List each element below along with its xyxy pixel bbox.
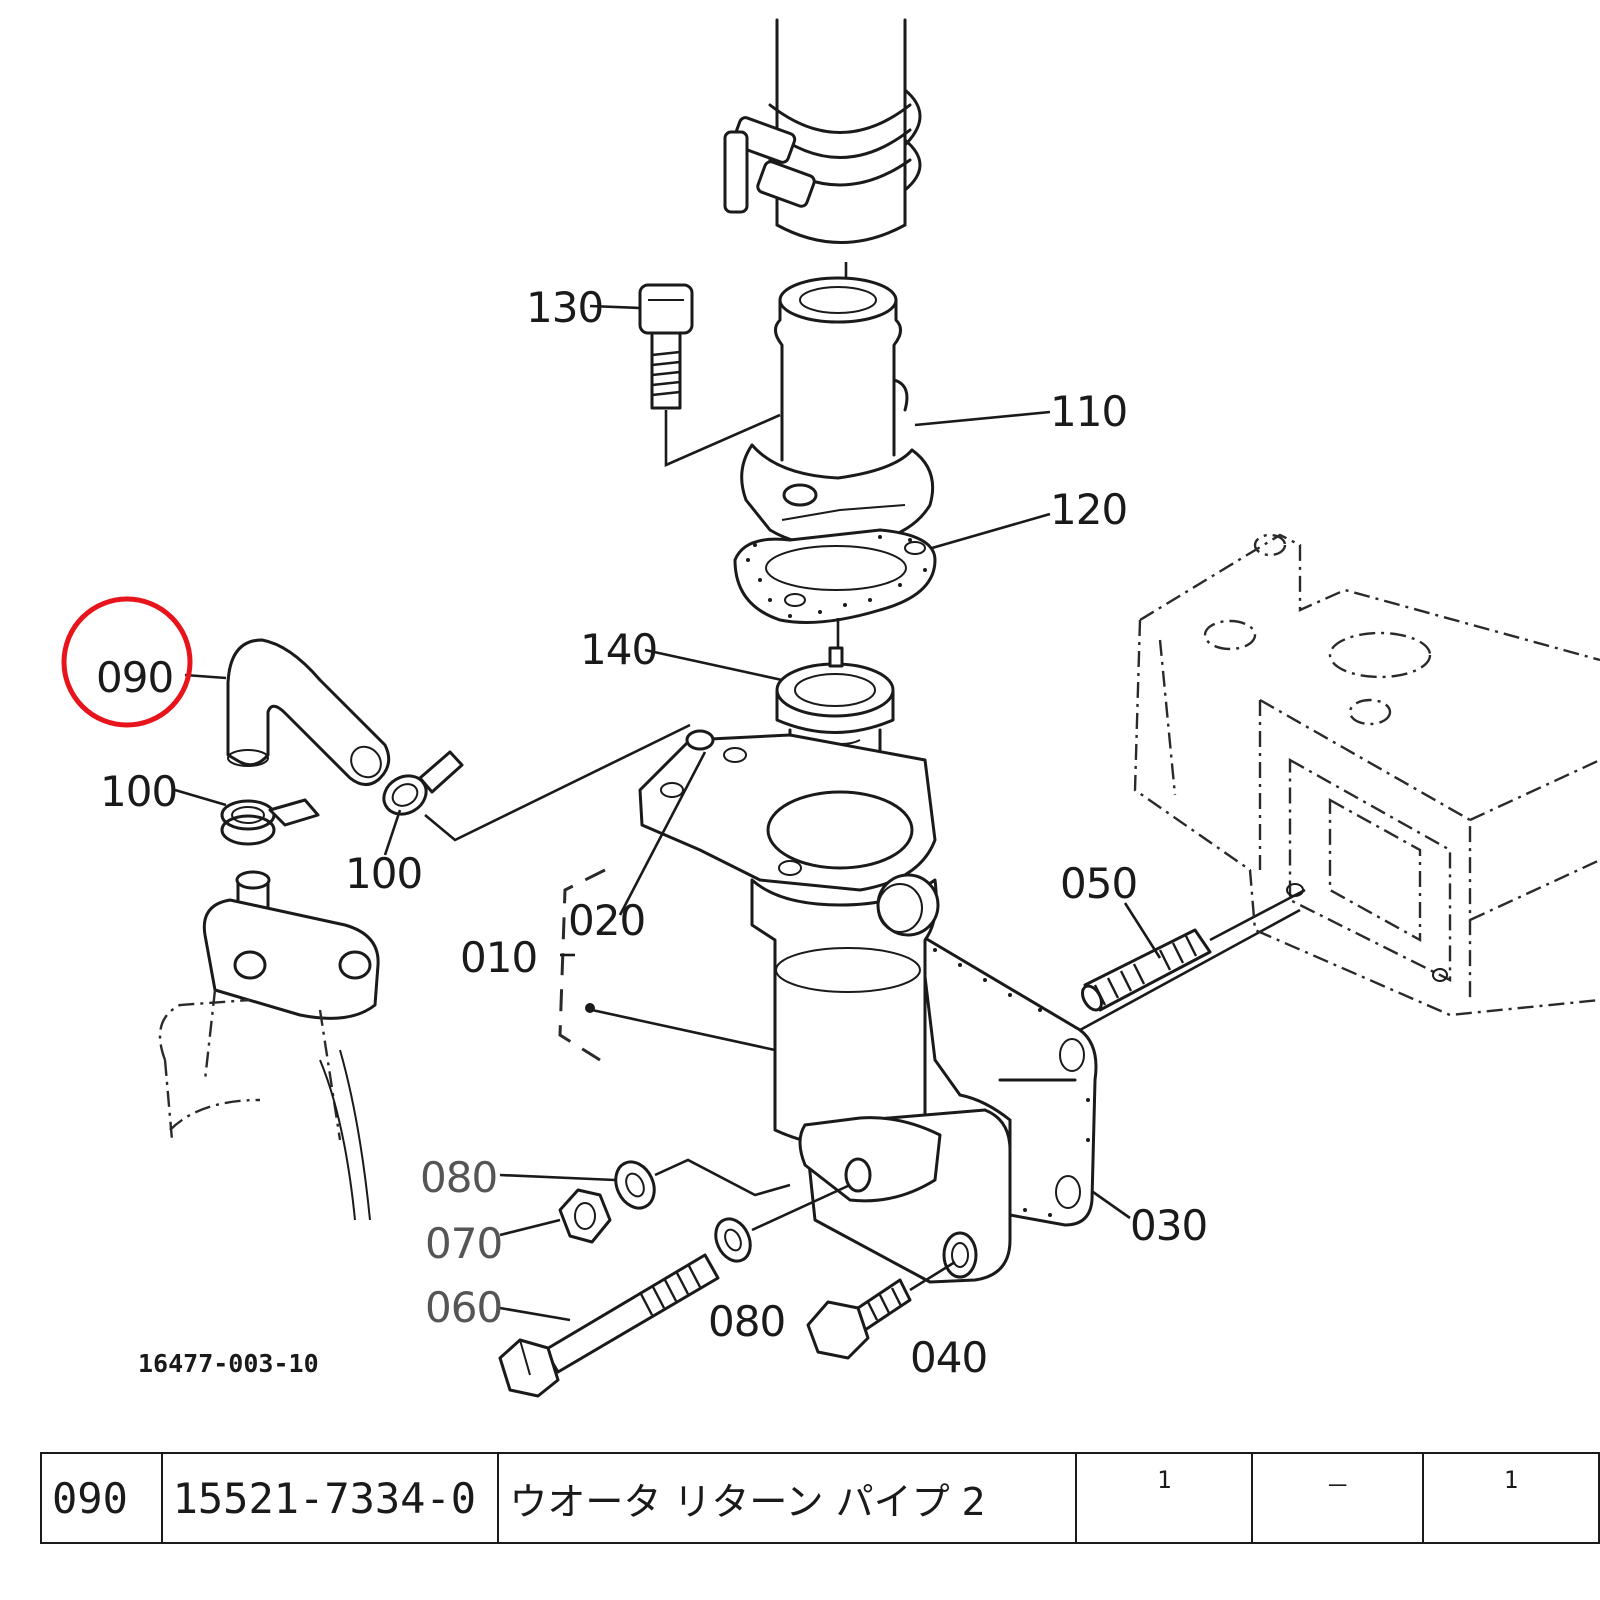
exploded-parts-diagram: 130 110 120 140 090 100 100 020 010 050 … xyxy=(61,18,1600,1398)
gasket-120 xyxy=(733,528,937,650)
callout-080-upper: 080 xyxy=(420,1153,497,1202)
callout-100-left: 100 xyxy=(100,767,177,816)
callout-100-right: 100 xyxy=(345,849,422,898)
callout-130: 130 xyxy=(526,283,603,332)
callout-090: 090 xyxy=(96,653,173,702)
highlight-circle xyxy=(61,596,193,728)
description-cell: ウオータ リターン パイプ 2 xyxy=(497,1452,1078,1544)
engine-block xyxy=(1133,533,1600,1017)
callout-070: 070 xyxy=(425,1219,502,1268)
hose-clamp-100-left xyxy=(220,798,320,846)
part-number-cell: 15521-7334-0 xyxy=(160,1452,500,1544)
upper-hose xyxy=(723,18,922,305)
hose-clamp-100-right xyxy=(382,750,464,816)
bolt-040 xyxy=(806,1260,956,1360)
table-row: 090 15521-7334-0 ウオータ リターン パイプ 2 1 － 1 xyxy=(40,1452,1600,1544)
callout-120: 120 xyxy=(1050,485,1127,534)
callout-020: 020 xyxy=(568,896,645,945)
bolt-130 xyxy=(638,283,781,467)
water-return-pipe-090 xyxy=(226,638,391,786)
washer-080-upper xyxy=(614,1158,791,1210)
qty-cell-1: 1 xyxy=(1075,1452,1254,1544)
callout-060: 060 xyxy=(425,1283,502,1332)
water-flange-110 xyxy=(740,276,935,562)
parts-list-table: 090 15521-7334-0 ウオータ リターン パイプ 2 1 － 1 xyxy=(40,1452,1600,1544)
stud-050 xyxy=(1079,888,1306,1032)
nut-070 xyxy=(558,1188,612,1244)
qty-cell-2: － xyxy=(1251,1452,1425,1544)
callout-140: 140 xyxy=(580,625,657,674)
ref-no-cell: 090 xyxy=(40,1452,163,1544)
bolt-060 xyxy=(498,1253,720,1398)
callout-110: 110 xyxy=(1050,387,1127,436)
engine-outlet-left xyxy=(158,870,380,1221)
callout-080-lower: 080 xyxy=(708,1297,785,1346)
diagram-reference-number: 16477-003-10 xyxy=(138,1349,319,1378)
callout-010: 010 xyxy=(460,933,537,982)
washer-080-lower xyxy=(714,1183,851,1263)
callout-040: 040 xyxy=(910,1333,987,1382)
callout-030: 030 xyxy=(1130,1201,1207,1250)
callout-050: 050 xyxy=(1060,859,1137,908)
qty-cell-3: 1 xyxy=(1422,1452,1600,1544)
thermostat-housing-010 xyxy=(638,729,1098,1284)
